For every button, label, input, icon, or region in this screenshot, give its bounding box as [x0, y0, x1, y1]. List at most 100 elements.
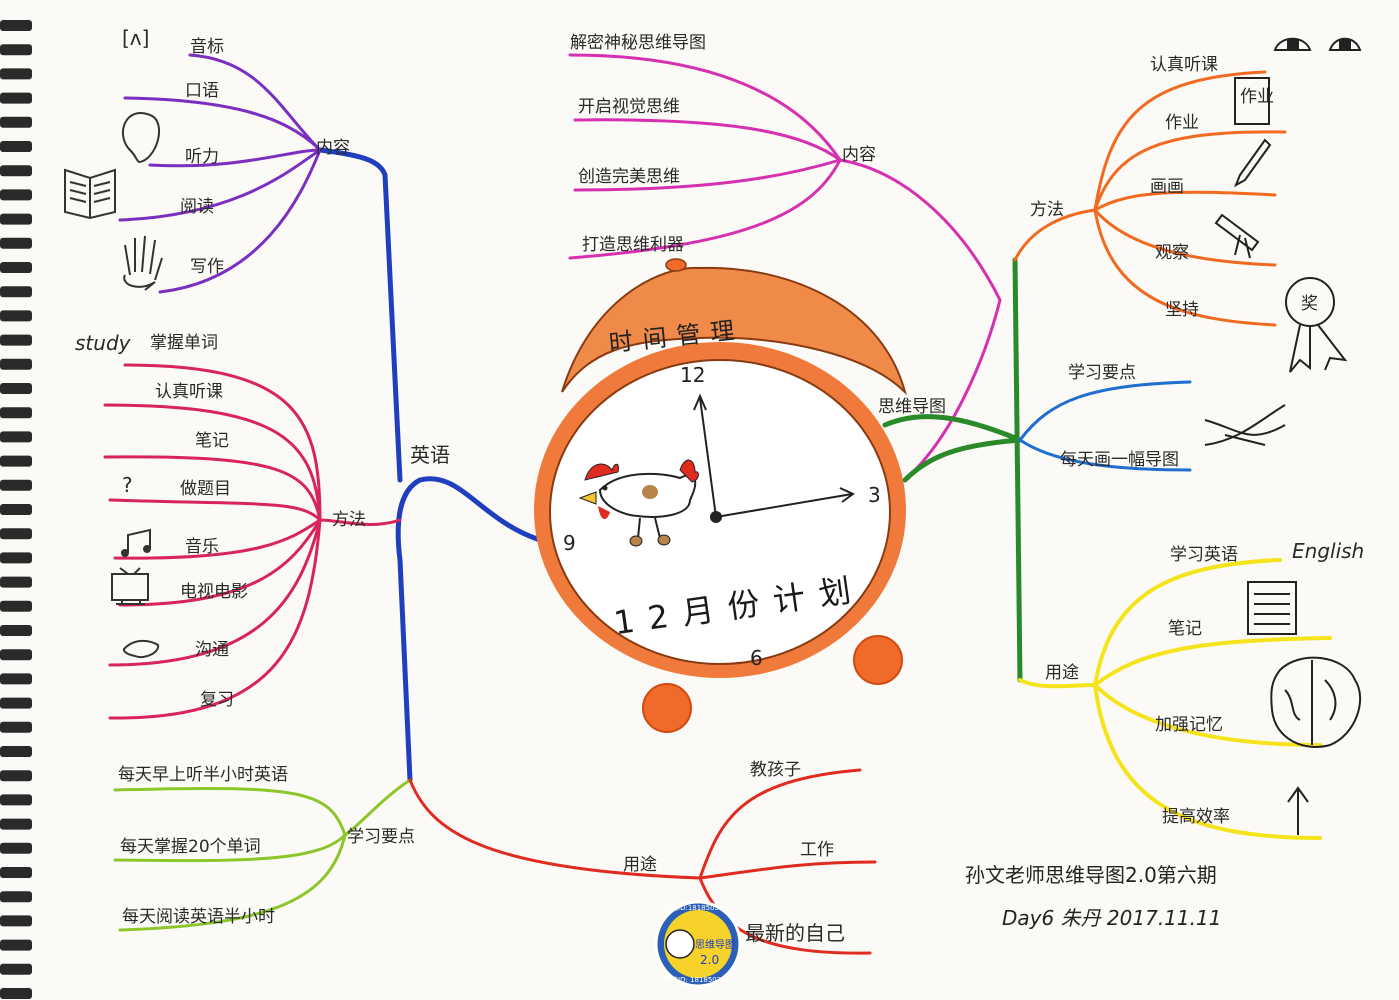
music-note-icon: [121, 528, 151, 557]
mindmap-method-branches: [1013, 70, 1287, 327]
badge-id-top: 微信ID:18185030021: [664, 903, 737, 912]
english-usage-branches: [408, 768, 877, 955]
binding-ring: [0, 189, 32, 201]
english-method-label: 方法: [332, 510, 366, 530]
mindmap-logo-badge: 思维导图 2.0 微信ID:18185030021 微信ID: 18185030…: [654, 900, 742, 988]
binding-ring: [0, 383, 32, 394]
clock-hour-hand: [693, 393, 717, 518]
english-method-branches: [103, 363, 402, 720]
binding-ring: [0, 600, 32, 612]
svg-text:奖: 奖: [1301, 294, 1318, 314]
branch-doodle-icon: [1204, 404, 1286, 446]
clock-foot-left: [642, 683, 692, 733]
eyes-icon: [1273, 37, 1362, 51]
medal-icon: 奖: [1285, 277, 1348, 373]
binding-ring: [0, 625, 32, 636]
english-content-label: 内容: [316, 138, 350, 158]
binding-ring: [0, 431, 32, 443]
english-keypoints-item-1: 每天掌握20个单词: [120, 837, 261, 857]
mindmap-content-item-1: 开启视觉思维: [578, 97, 680, 117]
english-content-item-1: 口语: [185, 81, 219, 101]
footer-line-1: 孙文老师思维导图2.0第六期: [965, 863, 1217, 887]
binding-ring: [0, 721, 32, 733]
binding-ring: [0, 334, 32, 346]
binding-ring: [0, 116, 32, 128]
binding-ring: [0, 407, 32, 419]
tv-icon: [111, 567, 149, 605]
badge-version: 2.0: [700, 953, 719, 967]
homework-book-icon: 作业: [1234, 77, 1274, 125]
ear-icon: [121, 112, 161, 163]
spiral-binding: [0, 20, 32, 999]
book-icon: [64, 168, 116, 220]
alarm-clock: 时间管理 12 3 6 9 12月份计划: [534, 258, 907, 733]
clock-number-6: 6: [750, 646, 763, 670]
english-content-branches: [118, 53, 322, 294]
mindmap-usage-branches: [1018, 558, 1332, 840]
question-mark: ?: [122, 473, 133, 497]
clock-number-12: 12: [680, 363, 705, 387]
english-usage-item-1: 工作: [800, 840, 834, 860]
english-content-item-3: 阅读: [180, 197, 214, 217]
binding-ring: [0, 262, 32, 273]
english-content-item-4: 写作: [190, 257, 224, 277]
rooster-icon: [578, 459, 699, 547]
binding-ring: [0, 213, 32, 225]
binding-ring: [0, 673, 32, 685]
binding-ring: [0, 141, 32, 152]
binding-ring: [0, 528, 32, 540]
telescope-icon: [1214, 213, 1260, 259]
pencil-icon: [1234, 138, 1272, 188]
mindmap-keypoints-item-1: 每天画一幅导图: [1060, 450, 1179, 470]
mindmap-keypoints-item-0: 学习要点: [1068, 363, 1136, 383]
brain-icon: [1270, 656, 1362, 748]
mindmap-method-item-3: 观察: [1155, 243, 1189, 263]
binding-ring: [0, 818, 32, 830]
english-method-item-6: 沟通: [195, 640, 229, 660]
english-keypoints-item-2: 每天阅读英语半小时: [122, 907, 275, 927]
footer-line-2: Day6 朱丹 2017.11.11: [1002, 906, 1221, 930]
english-word: English: [1292, 539, 1364, 563]
mindmap-trunk: [882, 257, 1023, 683]
binding-ring: [0, 649, 32, 661]
english-usage-item-0: 教孩子: [750, 760, 801, 780]
binding-ring: [0, 867, 32, 878]
mindmap-method-label: 方法: [1030, 200, 1064, 220]
binding-ring: [0, 479, 32, 491]
phonetic-mark: [ʌ]: [122, 26, 149, 50]
binding-ring: [0, 697, 32, 709]
binding-ring: [0, 770, 32, 782]
clock-foot-right: [853, 635, 903, 685]
english-keypoints-branches: [113, 778, 412, 932]
mindmap-method-item-1: 作业: [1165, 113, 1199, 133]
mindmap-label: 思维导图: [878, 397, 946, 417]
mindmap-content-item-3: 打造思维利器: [582, 235, 684, 255]
binding-ring: [0, 963, 32, 975]
binding-ring: [0, 358, 32, 370]
mindmap-keypoints-branches: [1018, 380, 1192, 472]
english-method-item-0: 掌握单词: [150, 333, 218, 353]
binding-ring: [0, 746, 32, 757]
mindmap-usage-item-0: 学习英语: [1170, 545, 1238, 565]
hand-icon: [123, 235, 163, 291]
english-usage-item-2: 最新的自己: [745, 921, 845, 945]
mindmap-usage-item-3: 提高效率: [1162, 807, 1230, 827]
clock-number-3: 3: [868, 483, 881, 507]
english-usage-label: 用途: [623, 855, 657, 875]
english-method-item-2: 笔记: [195, 431, 229, 451]
english-label: 英语: [410, 443, 450, 467]
english-keypoints-item-0: 每天早上听半小时英语: [118, 765, 288, 785]
teacher-avatar: [665, 929, 695, 959]
english-method-item-3: 做题目: [180, 479, 231, 499]
mindmap-content-label: 内容: [842, 145, 876, 165]
binding-ring: [0, 455, 32, 467]
binding-ring: [0, 552, 32, 564]
binding-ring: [0, 310, 32, 322]
svg-text:作业: 作业: [1240, 87, 1274, 107]
badge-label: 思维导图: [695, 938, 735, 951]
english-trunk: [317, 147, 543, 783]
study-word: study: [75, 331, 132, 355]
mindmap-content-item-2: 创造完美思维: [578, 167, 680, 187]
english-content-item-0: 音标: [190, 37, 224, 57]
binding-ring: [0, 915, 32, 927]
